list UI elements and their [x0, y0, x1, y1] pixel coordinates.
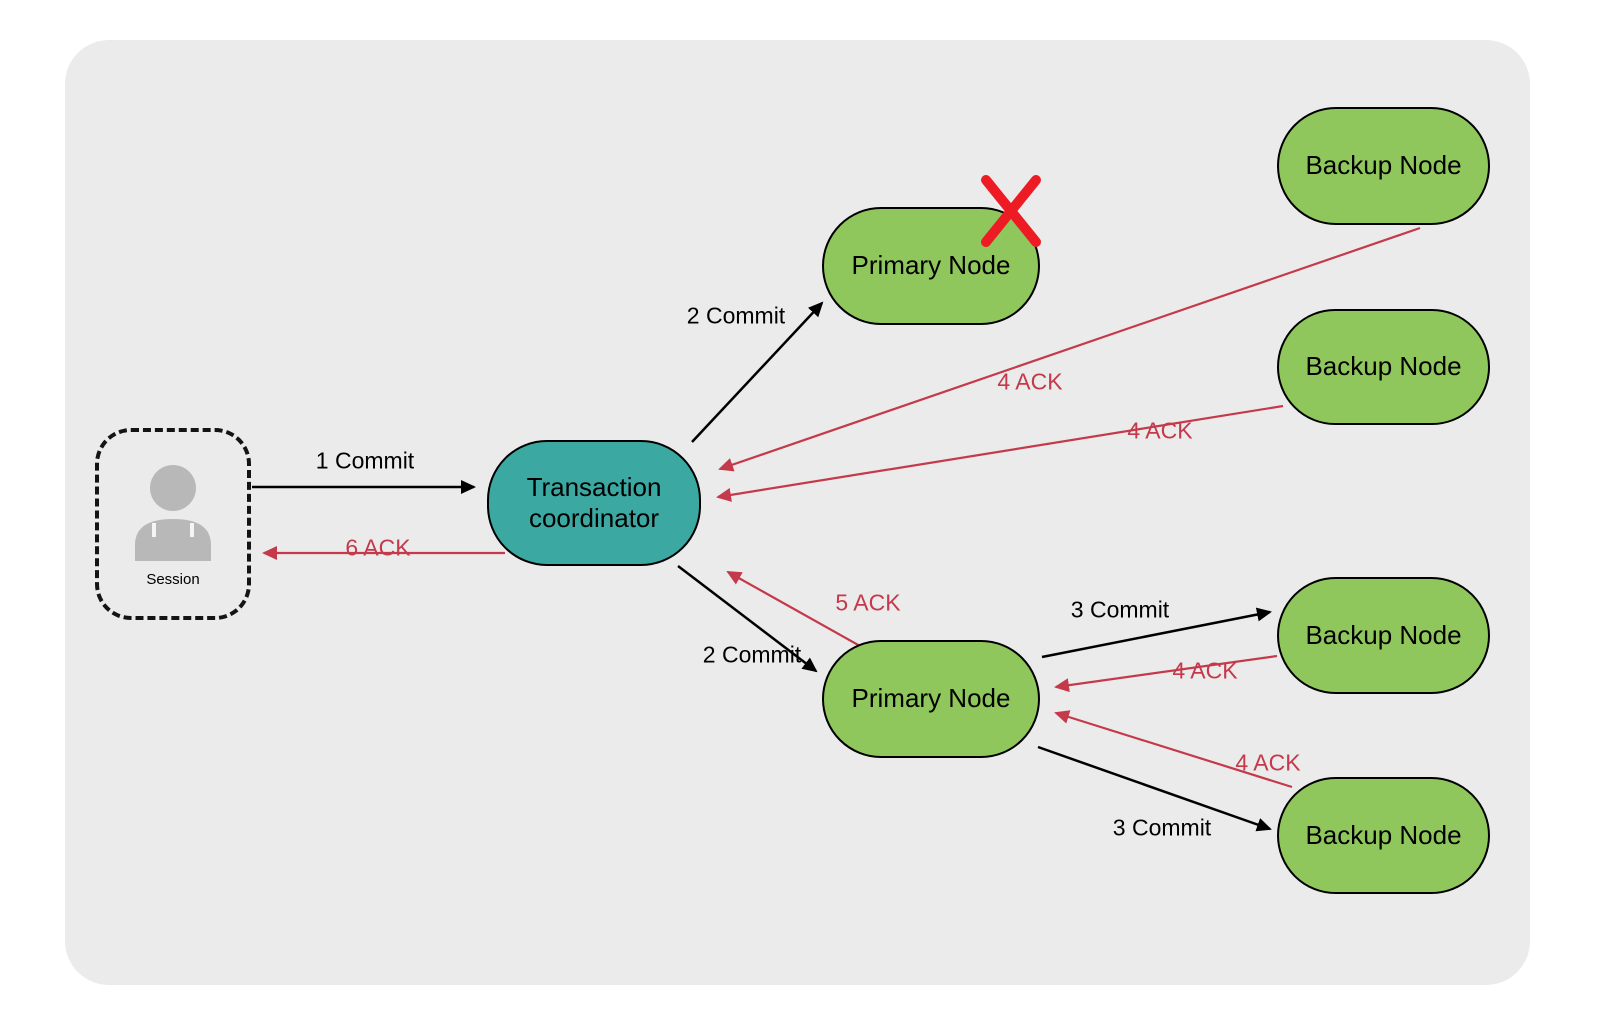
session-label: Session — [146, 570, 200, 588]
node-backup-top-1: Backup Node — [1277, 107, 1490, 225]
primary-failed-label: Primary Node — [851, 250, 1011, 281]
node-backup-bottom-1: Backup Node — [1277, 577, 1490, 694]
backup-bottom-1-label: Backup Node — [1305, 619, 1462, 650]
node-backup-top-2: Backup Node — [1277, 309, 1490, 425]
node-backup-bottom-2: Backup Node — [1277, 777, 1490, 894]
edge-label-commit-3-bottom: 3 Commit — [1112, 814, 1212, 841]
edge-label-ack-4-top-2: 4 ACK — [1127, 417, 1193, 444]
edge-label-ack-4-top-1: 4 ACK — [997, 368, 1063, 395]
node-transaction-coordinator: Transaction coordinator — [487, 440, 701, 566]
edge-label-commit-2-bottom: 2 Commit — [702, 641, 802, 668]
backup-bottom-2-label: Backup Node — [1305, 819, 1462, 850]
edge-label-commit-2-top: 2 Commit — [686, 302, 786, 329]
failure-x-icon — [981, 175, 1041, 247]
node-primary-active: Primary Node — [822, 640, 1040, 758]
backup-top-2-label: Backup Node — [1305, 351, 1462, 382]
primary-active-label: Primary Node — [851, 683, 1011, 714]
node-session: Session — [95, 428, 251, 620]
user-icon — [135, 464, 211, 561]
edge-label-ack-4-bottom-1: 4 ACK — [1172, 657, 1238, 684]
edge-label-commit-3-top: 3 Commit — [1070, 596, 1170, 623]
edge-label-ack-6: 6 ACK — [345, 534, 411, 561]
edge-label-ack-4-bottom-2: 4 ACK — [1235, 749, 1301, 776]
edge-label-commit-1: 1 Commit — [315, 447, 415, 474]
backup-top-1-label: Backup Node — [1305, 150, 1462, 181]
transaction-coordinator-label: Transaction coordinator — [526, 471, 662, 533]
edge-label-ack-5: 5 ACK — [835, 589, 901, 616]
